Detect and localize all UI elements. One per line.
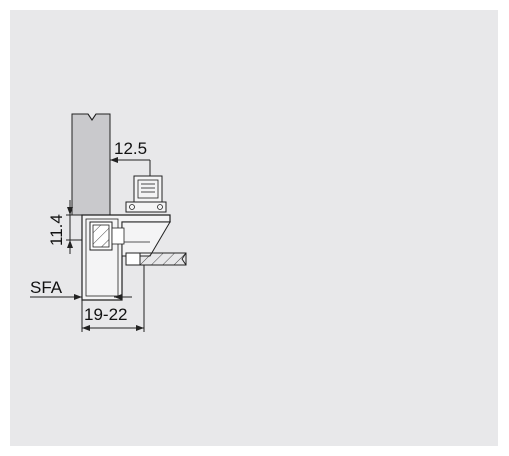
dimension-label-11-4: 11.4 — [47, 214, 66, 246]
dimension-label-12-5: 12.5 — [114, 139, 147, 158]
hinge-arm — [125, 175, 167, 213]
dimension-12-5 — [109, 130, 151, 176]
hinge-technical-drawing: 12.5 11.4 SFA 19-22 — [30, 113, 187, 332]
sfa-label: SFA — [30, 278, 63, 297]
sfa-indicator — [30, 294, 82, 300]
dimension-11-4 — [66, 200, 82, 254]
hinge-cup — [89, 221, 125, 251]
dimension-19-22 — [81, 265, 145, 332]
diagram-panel: 12.5 11.4 SFA 19-22 — [10, 10, 498, 446]
side-board — [125, 252, 187, 266]
dimension-label-19-22: 19-22 — [84, 305, 127, 324]
door-panel — [71, 113, 111, 216]
